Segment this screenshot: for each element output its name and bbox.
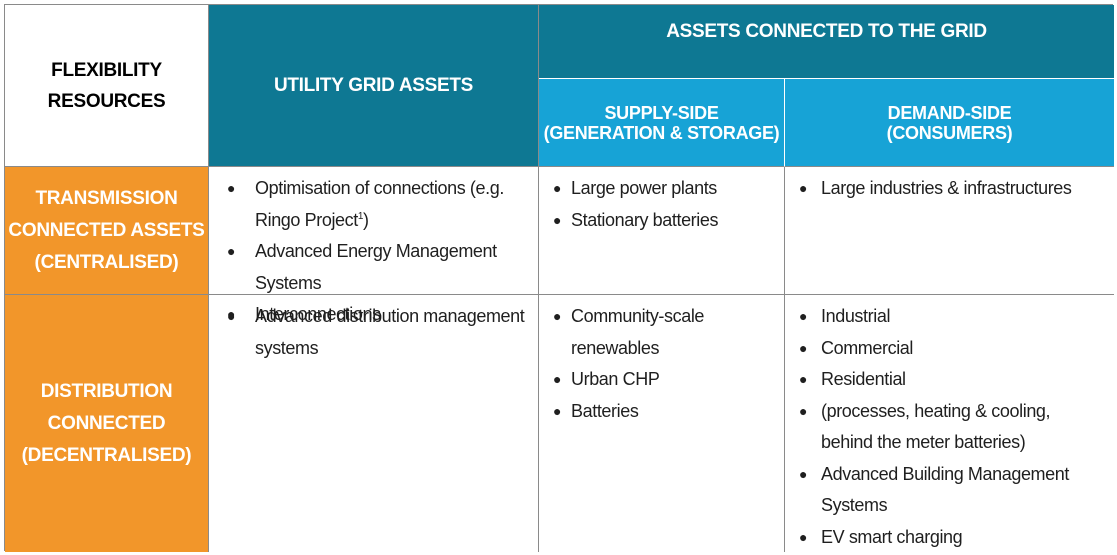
transmission-supply-list: ● Large power plants ● Stationary batteries (553, 173, 776, 236)
list-item: ● Urban CHP (553, 364, 776, 396)
list-item: ● Industrial (799, 301, 1106, 333)
flexibility-resources-line2: RESOURCES (47, 90, 166, 112)
bullet-icon: ● (553, 211, 562, 228)
list-item-text: Advanced Energy Management Systems (255, 241, 497, 293)
flexibility-resources-table: FLEXIBILITY RESOURCES UTILITY GRID ASSET… (4, 4, 1114, 552)
list-item-text: Stationary batteries (571, 209, 719, 230)
demand-side-subtitle: (CONSUMERS) (886, 122, 1013, 143)
assets-connected-label: ASSETS CONNECTED TO THE GRID (666, 20, 987, 42)
bullet-icon: ● (553, 308, 562, 324)
list-item-text: Advanced Building Management Systems (821, 463, 1069, 516)
distribution-demand-cell: ● Industrial ● Commercial ● Residential ● (proc… (785, 295, 1114, 552)
list-item-text: Industrial (821, 306, 891, 326)
bullet-icon: ● (799, 465, 808, 482)
list-item-text: Community-scale renewables (571, 306, 705, 358)
demand-side-title: DEMAND-SIDE (887, 102, 1012, 123)
utility-grid-assets-label: UTILITY GRID ASSETS (273, 74, 474, 96)
flexibility-resources-header: FLEXIBILITY RESOURCES (5, 5, 209, 167)
row-label-transmission: TRANSMISSION CONNECTED ASSETS (CENTRALIS… (5, 167, 209, 295)
supply-side-title: SUPPLY-SIDE (604, 102, 719, 123)
bullet-icon: ● (799, 528, 808, 545)
list-item-text: EV smart charging (821, 526, 963, 547)
list-item: ● Advanced distribution management system… (223, 301, 530, 364)
list-item: ● Advanced Energy Management Systems (223, 236, 530, 299)
bullet-icon: ● (799, 308, 808, 324)
list-item-text: Commercial (821, 337, 914, 358)
bullet-icon: ● (799, 180, 808, 196)
list-item: ● (processes, heating & cooling, behind t… (799, 396, 1106, 459)
row-label-distribution: DISTRIBUTION CONNECTED (DECENTRALISED) (5, 295, 209, 552)
list-item-text: Optimisation of connections (e.g. Ringo … (255, 178, 504, 230)
transmission-utility-list: ● Optimisation of connections (e.g. Ringo… (223, 173, 530, 331)
list-item-text: Residential (821, 369, 906, 389)
list-item-text: Large industries & infrastructures (821, 178, 1072, 198)
list-item-text: Interconnections (255, 304, 381, 324)
bullet-icon: ● (553, 371, 562, 387)
row-label-line: CONNECTED (47, 412, 166, 434)
distribution-supply-cell: ● Community-scale renewables ● Urban CHP ● Ba… (539, 295, 785, 552)
list-item: ● Stationary batteries (553, 205, 776, 237)
supply-side-header: SUPPLY-SIDE (GENERATION & STORAGE) (539, 79, 785, 167)
list-item: ● Residential (799, 364, 1106, 396)
row-label-line: TRANSMISSION (35, 187, 178, 209)
list-item: ● Optimisation of connections (e.g. Ringo… (223, 173, 530, 236)
list-item: ● Advanced Building Management Systems (799, 459, 1106, 522)
list-item-text: Batteries (571, 400, 639, 421)
bullet-icon: ● (799, 339, 808, 356)
row-label-line: DISTRIBUTION (40, 380, 173, 402)
bullet-icon: ● (553, 180, 562, 196)
utility-grid-assets-header: UTILITY GRID ASSETS (209, 5, 539, 167)
bullet-icon: ● (553, 402, 562, 419)
bullet-icon: ● (799, 371, 808, 387)
bullet-icon: ● (227, 306, 236, 322)
bullet-icon: ● (227, 180, 236, 196)
list-item: ● Large power plants (553, 173, 776, 205)
supply-side-subtitle: (GENERATION & STORAGE) (543, 122, 780, 143)
transmission-demand-list: ● Large industries & infrastructures (799, 173, 1106, 205)
transmission-demand-cell: ● Large industries & infrastructures (785, 167, 1114, 295)
transmission-supply-cell: ● Large power plants ● Stationary batteries (539, 167, 785, 295)
list-item: ● Large industries & infrastructures (799, 173, 1106, 205)
flexibility-resources-line1: FLEXIBILITY (51, 59, 162, 81)
distribution-utility-cell: ● Advanced distribution management system… (209, 295, 539, 552)
list-item: ● Batteries (553, 396, 776, 428)
row-label-line: (CENTRALISED) (34, 251, 179, 273)
list-item-text: (processes, heating & cooling, behind th… (821, 400, 1051, 453)
distribution-demand-list: ● Industrial ● Commercial ● Residential ● (proc… (799, 301, 1106, 553)
list-item-text-suffix: ) (363, 209, 369, 230)
list-item: ● Community-scale renewables (553, 301, 776, 364)
list-item: ● Commercial (799, 333, 1106, 365)
list-item: ● EV smart charging (799, 522, 1106, 554)
demand-side-header: DEMAND-SIDE (CONSUMERS) (785, 79, 1114, 167)
list-item-text: Large power plants (571, 178, 717, 198)
bullet-icon: ● (227, 308, 236, 324)
row-label-line: (DECENTRALISED) (21, 444, 192, 466)
bullet-icon: ● (227, 243, 236, 259)
list-item-text: Advanced distribution management systems (255, 306, 525, 358)
distribution-supply-list: ● Community-scale renewables ● Urban CHP ● Ba… (553, 301, 776, 427)
row-label-line: CONNECTED ASSETS (8, 219, 205, 241)
list-item: ● Interconnections (223, 299, 530, 331)
list-item-text: Urban CHP (571, 369, 660, 389)
bullet-icon: ● (799, 402, 808, 419)
footnote-marker: 1 (357, 210, 364, 222)
distribution-utility-list: ● Advanced distribution management system… (223, 301, 530, 364)
transmission-utility-cell: ● Optimisation of connections (e.g. Ringo… (209, 167, 539, 324)
assets-connected-header: ASSETS CONNECTED TO THE GRID (539, 5, 1114, 79)
